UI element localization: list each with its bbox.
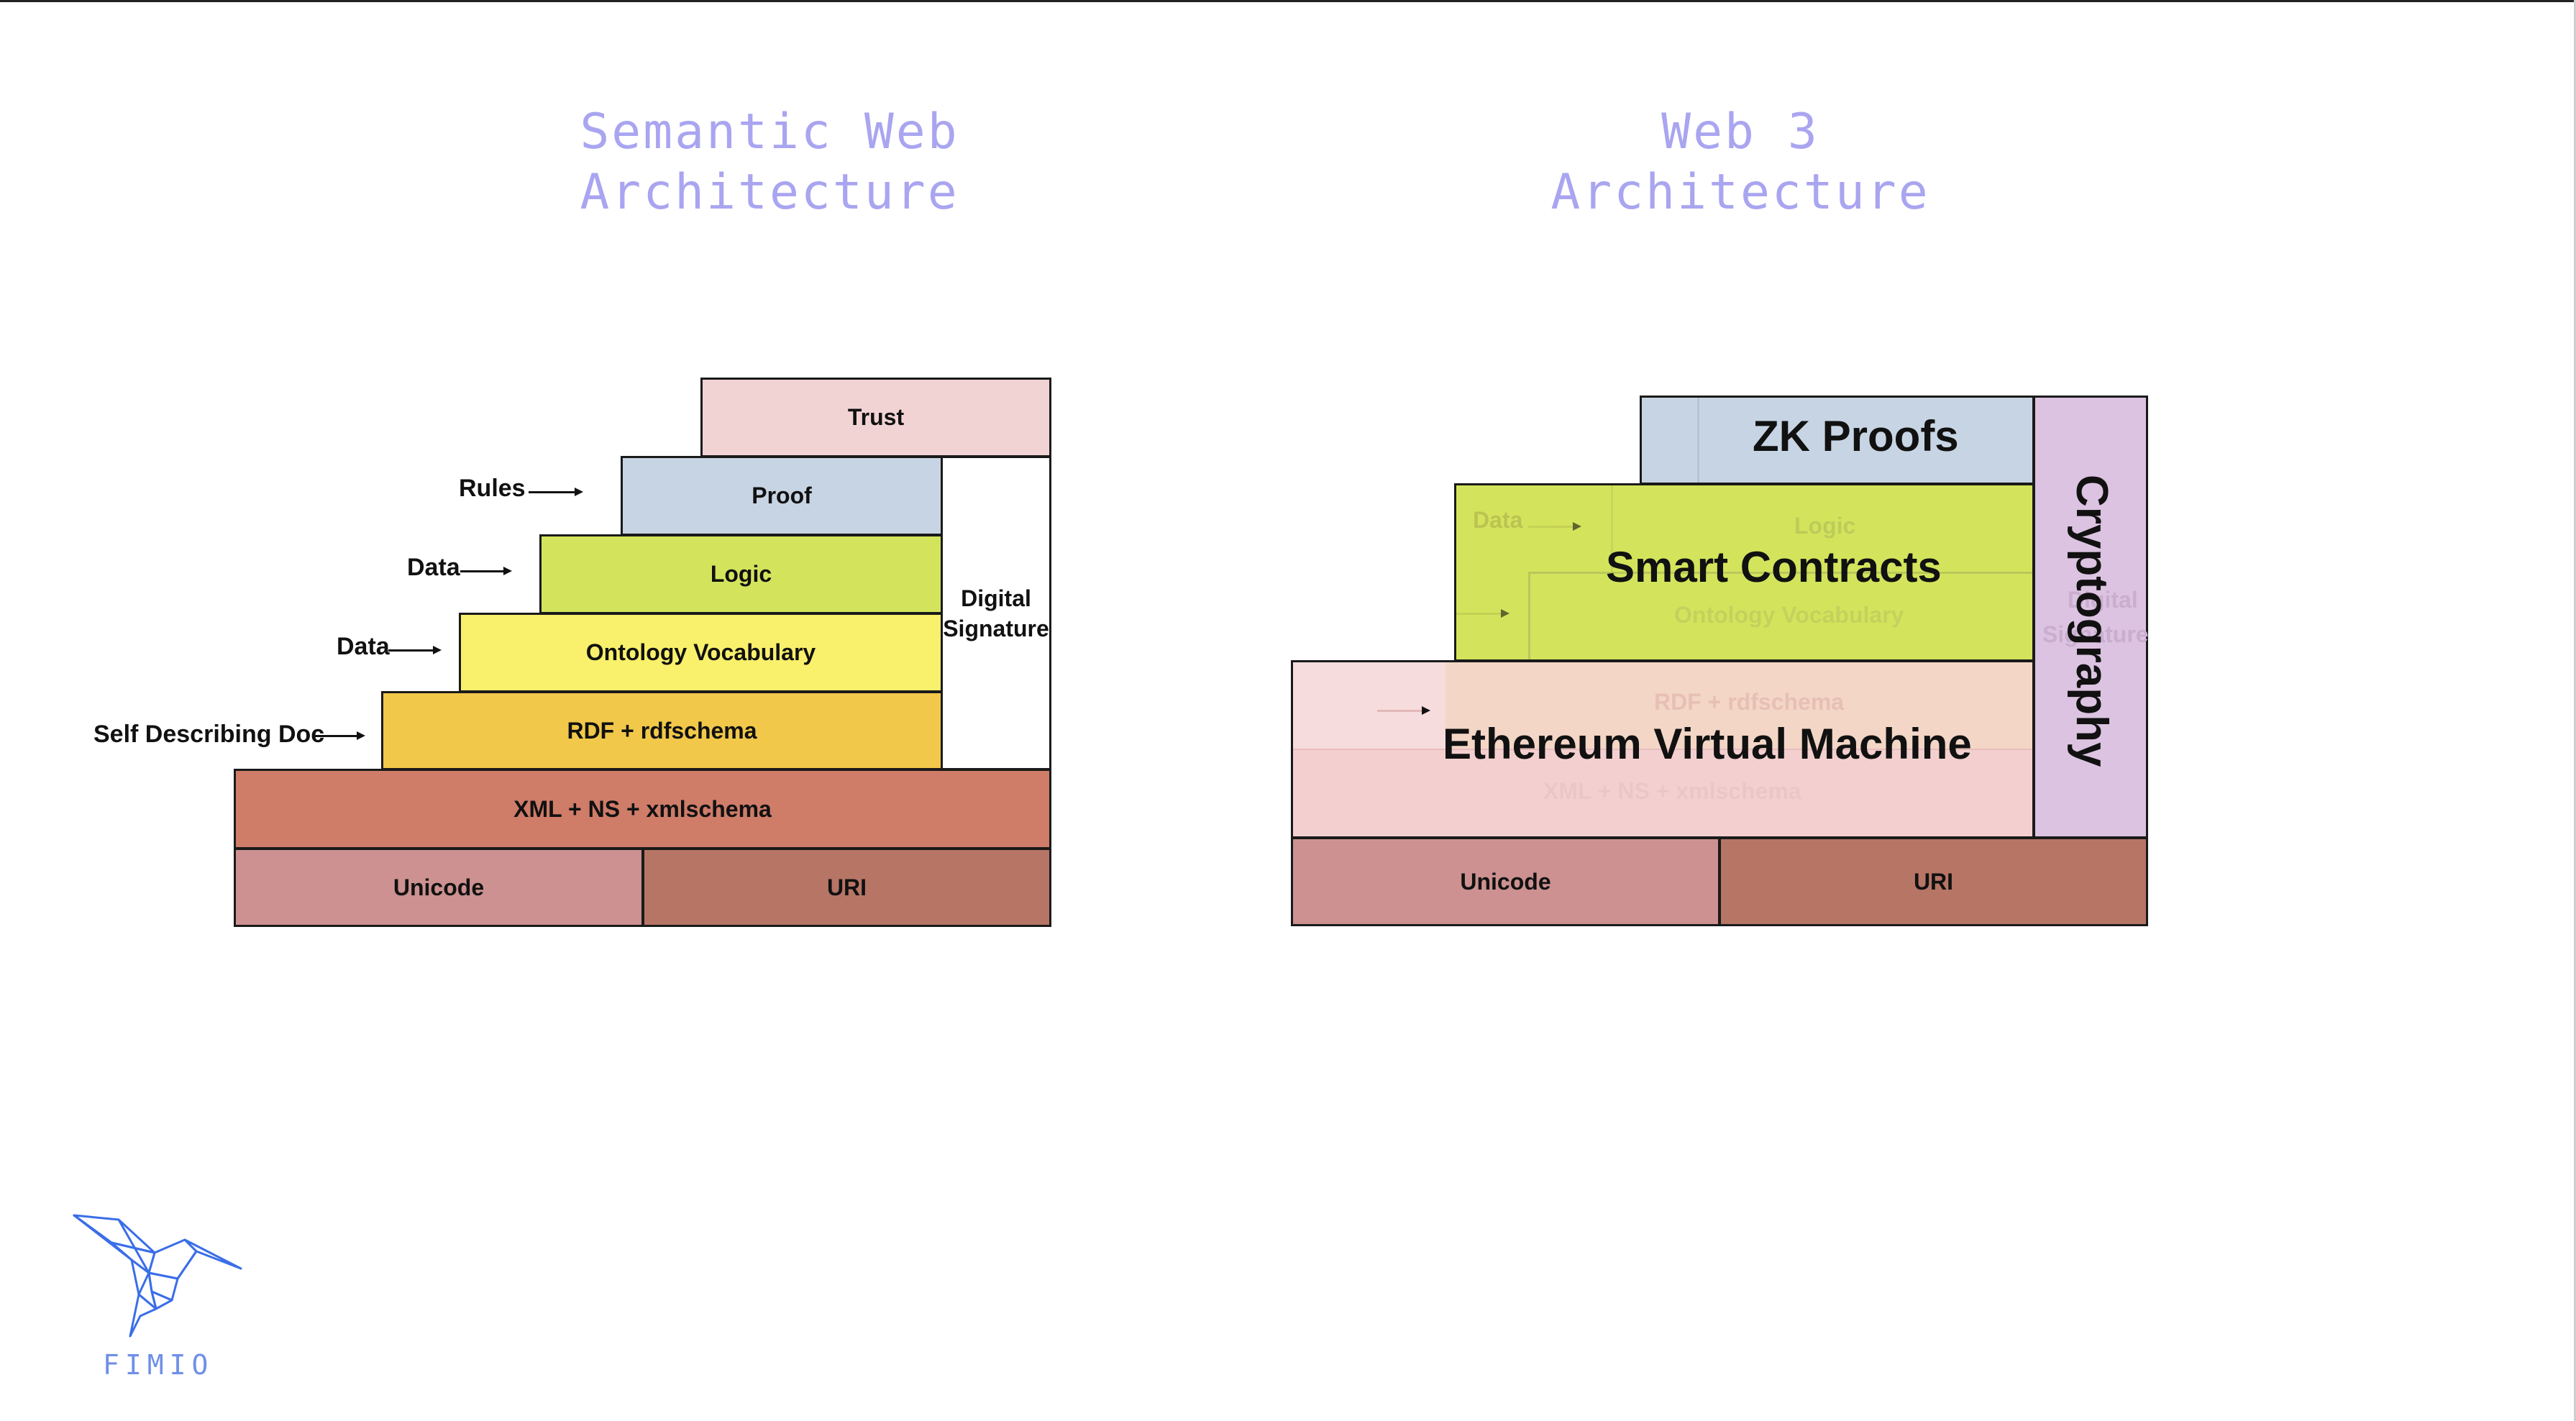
fimio-logo — [68, 1208, 255, 1345]
data-arrow-ontology-icon — [388, 646, 442, 654]
data-label-logic: Data — [407, 554, 460, 581]
ghost-rdf-arrow-icon — [1377, 706, 1430, 715]
ghost-rdf-label: RDF + rdfschema — [1654, 689, 1845, 715]
self-describing-doc-label: Self Describing Doc — [93, 721, 325, 748]
proof-layer: Proof — [621, 456, 943, 536]
uri-layer: URI — [642, 848, 1051, 927]
ghost-data-label: Data — [1473, 507, 1523, 533]
data-label-ontology: Data — [337, 633, 390, 660]
ghost-xml-label: XML + NS + xmlschema — [1543, 778, 1801, 804]
semantic-web-title: Semantic Web Architecture — [580, 104, 959, 221]
ghost-rdf-band — [1445, 662, 2032, 749]
xml-layer: XML + NS + xmlschema — [234, 769, 1051, 849]
ontology-vocabulary-layer: Ontology Vocabulary — [459, 613, 943, 693]
web3-unicode-layer: Unicode — [1291, 837, 1720, 926]
rdf-layer: RDF + rdfschema — [381, 691, 943, 770]
ghost-logic-label: Logic — [1794, 513, 1856, 539]
ghost-data-arrow-icon — [1528, 522, 1581, 531]
ghost-ontology-label: Ontology Vocabulary — [1674, 602, 1904, 628]
zk-proofs-layer — [1640, 396, 2034, 485]
unicode-layer: Unicode — [234, 848, 644, 927]
digital-signature-layer: Digital Signature — [941, 456, 1051, 770]
evm-label: Ethereum Virtual Machine — [1443, 720, 1972, 768]
top-border — [0, 0, 2576, 2]
ghost-line-1 — [1528, 572, 2032, 574]
self-describing-arrow-icon — [314, 731, 365, 740]
zk-proofs-label: ZK Proofs — [1753, 412, 1959, 460]
trust-layer: Trust — [700, 378, 1051, 457]
cryptography-layer — [2033, 396, 2148, 839]
cryptography-label: Cryptography — [2067, 475, 2116, 767]
ghost-ontology-arrow-icon — [1456, 609, 1509, 618]
ghost-line-3 — [1611, 485, 1613, 572]
web3-title: Web 3 Architecture — [1550, 104, 1930, 221]
logic-layer: Logic — [539, 534, 943, 614]
rules-label: Rules — [459, 475, 526, 502]
smart-contracts-label: Smart Contracts — [1606, 543, 1942, 591]
rules-arrow-icon — [529, 488, 583, 496]
ghost-line-4 — [1293, 749, 2032, 750]
ghost-digital-label: Digital Signature — [2042, 587, 2149, 647]
web3-uri-layer: URI — [1719, 837, 2148, 926]
hummingbird-logo-icon — [73, 1214, 242, 1338]
ghost-rdf-left — [1293, 662, 1445, 749]
zk-proofs-ghost-edge — [1697, 398, 1699, 483]
fimio-logo-text: FIMIO — [103, 1349, 214, 1381]
right-border — [2574, 0, 2576, 1421]
ghost-line-2 — [1528, 572, 1530, 659]
data-arrow-logic-icon — [460, 567, 512, 575]
